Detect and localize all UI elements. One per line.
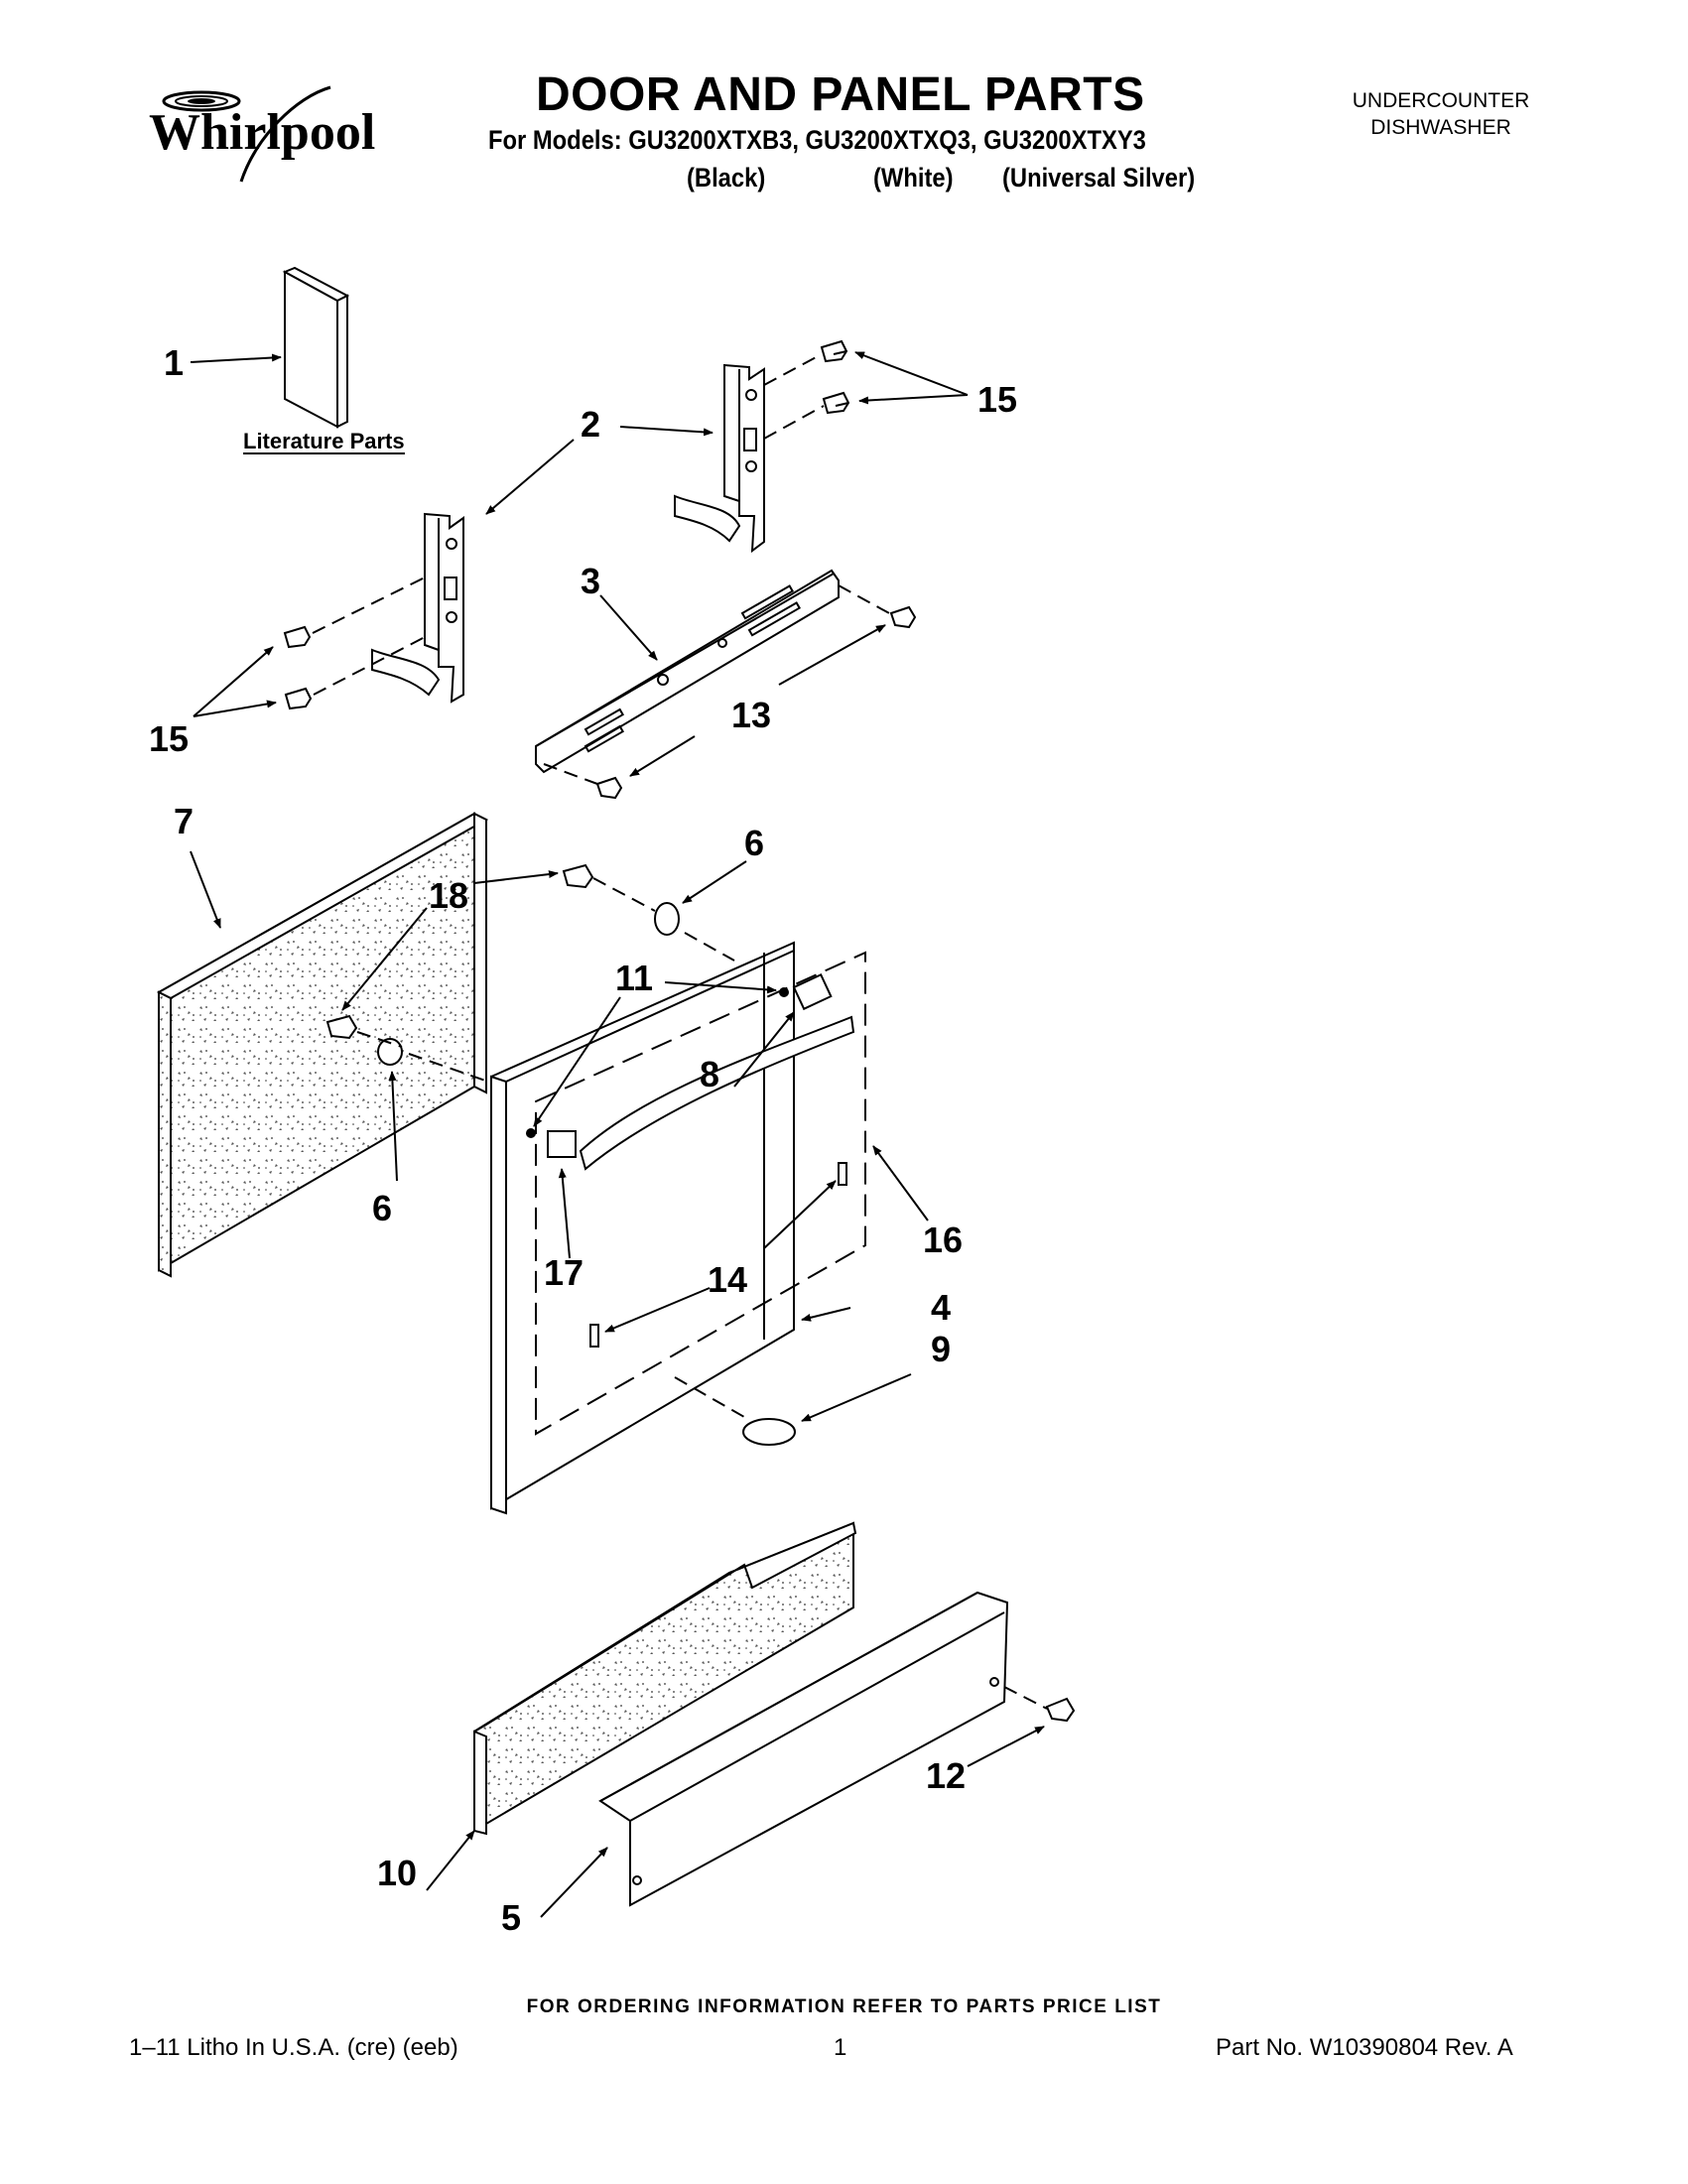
hinge-bracket-lower [371,512,464,704]
litho-info: 1–11 Litho In U.S.A. (cre) (eeb) [129,2034,458,2061]
callout-11: 11 [615,958,653,998]
leader-6-lower [388,1071,398,1182]
product-type-line2: DISHWASHER [1370,116,1511,139]
callout-5: 5 [501,1897,521,1938]
toe-kick-panel-part [598,1591,1009,1907]
screw-15-upper-b [822,391,850,415]
whirlpool-logo: Whirlpool [149,85,375,183]
glass-panel-16-outline [535,951,866,1436]
leader-1 [190,353,282,363]
callout-15-lower: 15 [149,718,189,759]
callout-1: 1 [164,342,184,383]
page-number: 1 [834,2034,847,2061]
callout-2: 2 [581,404,600,445]
screw-15-lower-a [283,625,312,649]
callout-3: 3 [581,561,600,601]
hinge-bracket-upper [674,363,765,554]
leader-2-upper [619,426,714,437]
svg-text:Whirlpool: Whirlpool [149,104,375,161]
leader-15-upper-a [854,351,969,396]
leader-3 [599,594,658,661]
leader-15-upper-b [858,394,969,405]
leader-13-right [778,624,886,686]
badge-9 [742,1418,796,1446]
callout-16: 16 [923,1220,963,1260]
leader-15-lower-b [193,700,277,717]
screw-15-lower-b [284,687,313,710]
leader-7 [190,850,221,929]
leader-10 [426,1830,475,1891]
leader-18-lower [341,907,428,1011]
callout-10: 10 [377,1853,417,1893]
toe-panel-insulation-part [473,1521,857,1836]
callout-14: 14 [708,1259,747,1300]
handle-part [547,972,855,1171]
callout-4: 4 [931,1287,951,1328]
callout-18: 18 [429,875,468,916]
callout-8: 8 [700,1054,719,1094]
leader-11-left [533,996,621,1127]
screw-18-lower [325,1014,358,1040]
leader-14-left [604,1287,711,1333]
callout-6-lower: 6 [372,1188,392,1228]
leader-8 [733,1011,795,1088]
leader-2-lower [485,439,575,515]
product-type-line1: UNDERCOUNTER [1352,89,1530,112]
variant-black: (Black) [687,163,766,193]
leader-5 [540,1847,608,1918]
callout-15-upper: 15 [977,379,1017,420]
leader-15-lower-a [193,646,274,717]
callout-17: 17 [544,1252,584,1293]
screw-13-left [595,776,623,800]
leader-14-right [763,1180,837,1249]
screw-18-upper [562,863,594,889]
callout-7: 7 [174,801,194,841]
callout-13: 13 [731,695,771,735]
models-line: For Models: GU3200XTXB3, GU3200XTXQ3, GU… [488,125,1146,155]
leader-4 [801,1307,851,1322]
leader-17 [558,1168,571,1259]
leader-9 [801,1373,912,1422]
callout-6-upper: 6 [744,823,764,863]
callout-9: 9 [931,1329,951,1369]
page-title: DOOR AND PANEL PARTS [536,68,1145,121]
screw-12 [1045,1697,1076,1723]
screw-13-right [889,605,917,629]
leader-6-upper [682,860,747,904]
variant-universal-silver: (Universal Silver) [1002,163,1196,193]
literature-booklet-part [282,266,350,429]
leader-13-left [629,735,696,777]
spacer-6-upper [654,902,680,936]
spacer-6-lower [377,1038,403,1066]
custom-door-panel-part [156,812,489,1278]
screw-15-upper-a [820,339,848,363]
leader-16 [872,1145,929,1221]
mounting-rail-part [535,569,840,774]
leader-11-right [664,981,777,994]
variant-white: (White) [873,163,954,193]
leader-18-upper [473,870,559,884]
literature-parts-label: Literature Parts [243,429,405,453]
ordering-note: FOR ORDERING INFORMATION REFER TO PARTS … [526,1996,1162,2017]
leader-12 [967,1726,1045,1767]
part-number: Part No. W10390804 Rev. A [1216,2034,1513,2061]
callout-12: 12 [926,1755,966,1796]
